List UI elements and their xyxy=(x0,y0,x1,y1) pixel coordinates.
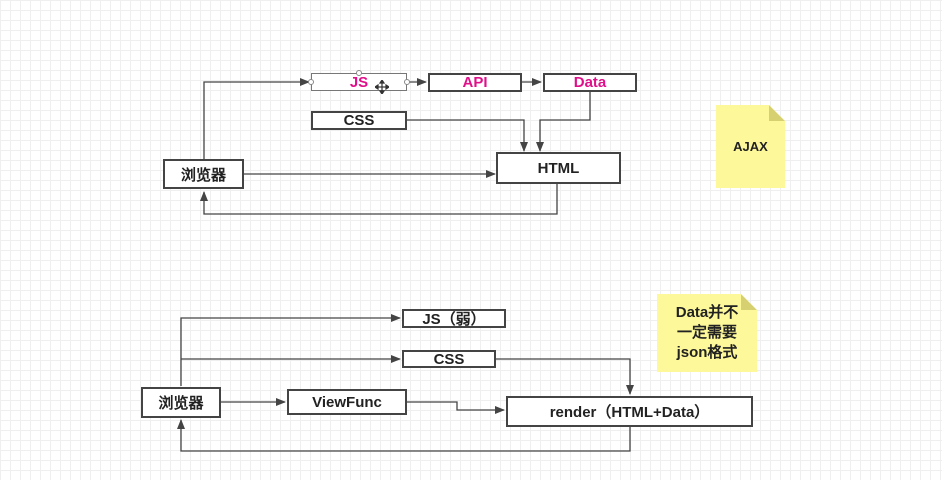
selection-handle-top[interactable] xyxy=(356,70,362,76)
move-cursor-icon xyxy=(375,80,389,94)
data-node[interactable]: Data xyxy=(543,73,637,92)
edge-html-to-browser xyxy=(200,184,558,215)
css-label: CSS xyxy=(433,350,465,368)
render-label: render（HTML+Data） xyxy=(549,404,710,421)
edge-render-to-browser xyxy=(177,419,631,452)
viewfunc-label: ViewFunc xyxy=(312,393,382,411)
selection-handle-left[interactable] xyxy=(308,79,314,85)
edge-css-to-render xyxy=(496,358,634,395)
data-format-note[interactable]: Data并不 一定需要 json格式 xyxy=(657,294,757,372)
edge-browser-to-js xyxy=(203,78,310,160)
html-node[interactable]: HTML xyxy=(496,152,621,184)
js-weak-label: JS（弱） xyxy=(422,311,486,328)
css-node-top[interactable]: CSS xyxy=(311,111,407,130)
browser-node-top[interactable]: 浏览器 xyxy=(163,159,244,189)
edge-data-to-html xyxy=(536,92,591,152)
data-label: Data xyxy=(573,74,607,91)
render-node[interactable]: render（HTML+Data） xyxy=(506,396,753,427)
edge-viewfunc-to-render xyxy=(407,401,505,414)
ajax-note[interactable]: AJAX xyxy=(716,105,785,188)
data-format-note-text: Data并不 一定需要 json格式 xyxy=(675,304,739,361)
browser-label: 浏览器 xyxy=(158,395,204,412)
ajax-note-text: AJAX xyxy=(733,138,768,154)
js-weak-node[interactable]: JS（弱） xyxy=(402,309,506,328)
js-label: JS xyxy=(349,73,369,91)
css-label: CSS xyxy=(343,112,375,129)
viewfunc-node[interactable]: ViewFunc xyxy=(287,389,407,415)
edge-css-to-html xyxy=(407,119,528,152)
browser-node-bottom[interactable]: 浏览器 xyxy=(141,387,221,418)
browser-label: 浏览器 xyxy=(180,166,226,184)
css-node-bottom[interactable]: CSS xyxy=(402,350,496,368)
selection-handle-right[interactable] xyxy=(404,79,410,85)
edge-browser-to-js-weak xyxy=(180,314,401,386)
api-label: API xyxy=(462,74,488,91)
html-label: HTML xyxy=(537,159,580,177)
api-node[interactable]: API xyxy=(428,73,522,92)
